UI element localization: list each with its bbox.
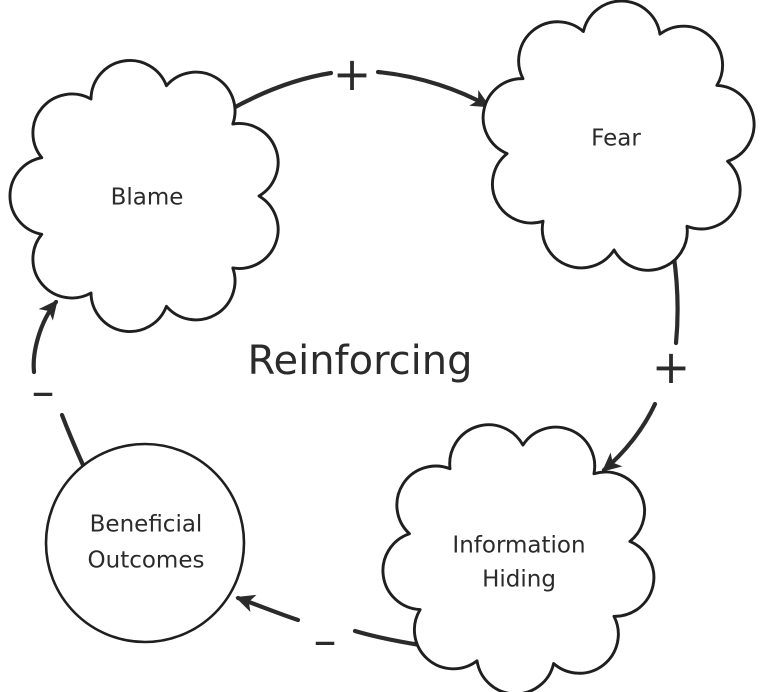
polarity-minus-beneficial-blame: – [32,364,55,418]
link-blame-to-fear [225,69,491,114]
polarity-minus-info-beneficial: – [314,613,337,667]
blame-label: Blame [111,185,184,211]
link-beneficial-to-blame-segment-b [31,299,59,375]
beneficial-outcomes-label-line1: Beneficial [90,512,203,538]
node-fear[interactable]: Fear [454,0,764,300]
loop-type-label: Reinforcing [247,338,472,384]
fear-label: Fear [591,126,641,152]
information-hiding-label-line2: Hiding [482,567,556,593]
link-blame-to-fear-segment-a [225,70,334,114]
node-blame[interactable]: Blame [8,59,280,333]
link-blame-to-fear-segment-b [375,69,491,109]
node-beneficial-outcomes[interactable]: Beneficial Outcomes [44,442,246,644]
node-information-hiding[interactable]: Information Hiding [363,403,670,692]
polarity-plus-fear-info: + [652,340,691,394]
polarity-plus-blame-fear: + [333,47,372,101]
link-beneficial-to-blame-segment-a [59,412,86,468]
link-fear-to-info-segment-b [601,401,658,473]
link-info-to-beneficial-segment-b [235,594,301,623]
link-info-to-beneficial [235,594,423,648]
beneficial-outcomes-label-line2: Outcomes [88,548,205,574]
link-info-to-beneficial-segment-a [352,628,423,648]
information-hiding-label-line1: Information [452,533,585,559]
beneficial-outcomes-circle-shape[interactable] [44,442,246,644]
link-beneficial-to-blame [31,299,86,468]
